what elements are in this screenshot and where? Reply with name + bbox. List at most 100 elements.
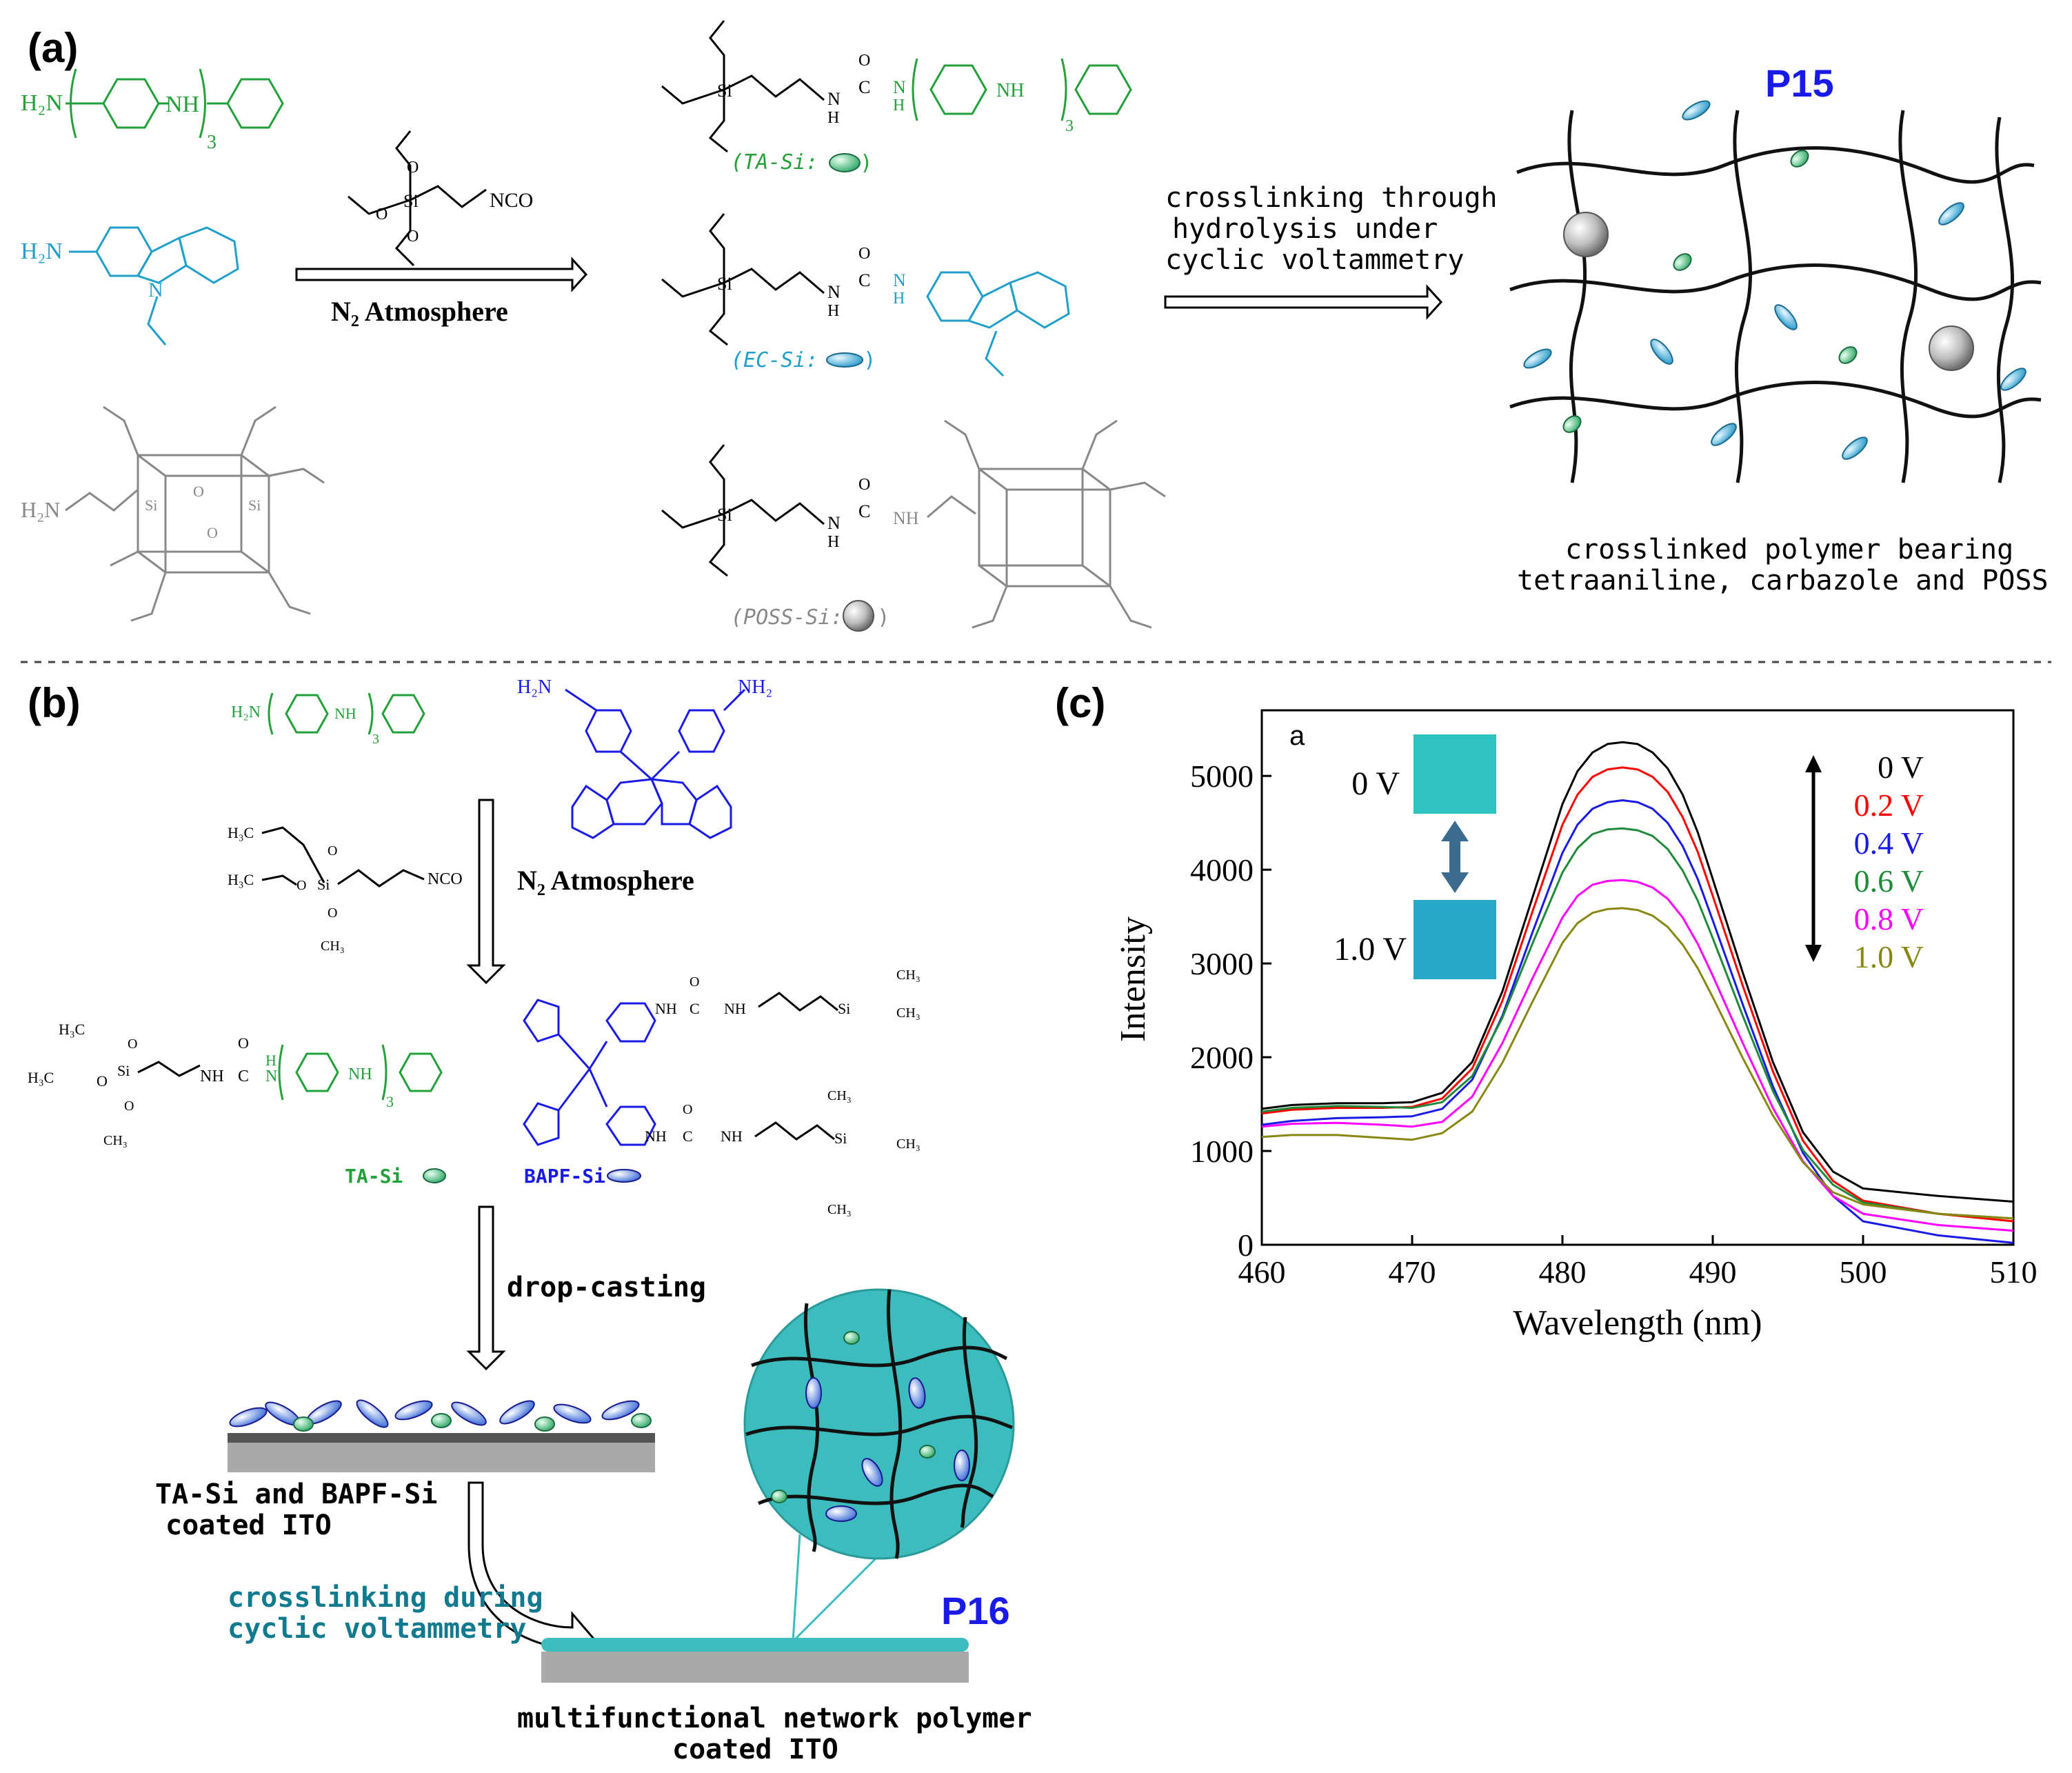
crosslink-line-1: crosslinking during [228,1582,543,1614]
svg-text:O: O [296,878,306,893]
panel-b: H₂N NH 3 H₂N NH₂ H₃C H₃C Si O O O [28,677,1032,1765]
svg-text:O: O [207,524,218,541]
panel-label-c: (c) [1055,680,1105,726]
svg-text:H: H [827,109,839,127]
x-tick-label: 490 [1689,1254,1737,1290]
svg-text:C: C [690,1000,700,1017]
svg-text:CH₃: CH₃ [827,1088,852,1103]
svg-text:NH: NH [645,1128,667,1145]
crosslink-line-2: cyclic voltammetry [228,1613,526,1645]
svg-text:Si: Si [717,81,732,101]
svg-text:Si: Si [317,876,330,893]
bapf-nh2: NH₂ [738,677,772,698]
plot-frame [1260,709,2015,1246]
svg-text:O: O [193,483,204,500]
final-label-line-1: multifunctional network polymer [517,1703,1032,1734]
svg-text:NH: NH [724,1000,746,1017]
ta-si-label: (TA-Si: [731,150,818,174]
ta-si-product: Si N H C O N H NH 3 (TA-Si: ) [661,20,1132,175]
svg-text:Si: Si [248,497,261,514]
y-tick-label: 4000 [1190,852,1254,888]
inset-swatch-0v [1414,734,1496,814]
panel-label-b: (b) [28,680,81,726]
svg-text:3: 3 [386,1093,394,1110]
svg-text:Si: Si [717,274,732,294]
svg-text:H: H [893,97,905,114]
inset-double-arrow [1441,821,1469,893]
b-silane: H₃C H₃C Si O O O CH₃ NCO [228,824,463,954]
ta-subscript: 3 [207,132,217,153]
svg-text:O: O [858,52,870,70]
svg-text:O: O [683,1102,692,1117]
svg-text:O: O [407,159,419,177]
chart-corner-label: a [1289,721,1305,751]
svg-text:Si: Si [838,1000,850,1017]
svg-text:NH: NH [996,80,1024,101]
svg-text:NCO: NCO [428,870,463,888]
svg-text:NH: NH [348,1065,372,1083]
svg-text:N: N [893,270,906,290]
svg-text:NH: NH [200,1068,224,1085]
b-bapf-si: NH C O NH Si NH C O NH Si CH₃ CH₃ CH₃ CH… [523,968,921,1217]
poss-si-label: (POSS-Si: [731,605,843,630]
poss-si-product: Si N H C O NH (POSS-Si: ) [661,419,1166,632]
svg-text:O: O [128,1036,137,1052]
svg-text:H: H [827,533,839,551]
svg-text:C: C [683,1128,693,1145]
svg-text:O: O [690,974,699,990]
x-tick-label: 460 [1238,1254,1286,1290]
x-tick-label: 480 [1539,1254,1587,1290]
legend-entry: 0.2 V [1854,788,1924,823]
bapf-h2n: H₂N [517,677,552,698]
p16-title: P16 [941,1589,1010,1632]
y-tick-label: 0 [1238,1228,1254,1263]
svg-text:NH: NH [721,1128,743,1145]
b-bapf-si-label: BAPF-Si [524,1165,605,1188]
p15-caption-line-1: crosslinked polymer bearing [1565,534,2013,565]
legend-entry: 0.4 V [1854,825,1924,861]
b-arrow-1: N₂ Atmosphere [466,799,694,985]
svg-text:): ) [862,151,870,175]
svg-text:CH₃: CH₃ [896,968,921,983]
svg-text:3: 3 [1065,117,1074,135]
svg-text:N: N [827,513,841,533]
ta-nh: NH [165,92,199,117]
reaction-arrow-2: crosslinking through hydrolysis under cy… [1164,182,1498,320]
svg-text:C: C [858,501,870,521]
series-lines [1261,741,2014,1244]
svg-text:O: O [328,905,337,921]
svg-text:O: O [97,1072,108,1090]
b-bapf: H₂N NH₂ [517,677,772,839]
svg-text:): ) [865,348,874,372]
poss-amine-structure: H₂N O O Si Si [21,405,325,622]
ec-si-product: Si N H C O N H (EC-Si: ) [661,213,1070,377]
arrow1-label: N₂ Atmosphere [331,296,508,327]
arrow2-line-1: crosslinking through [1165,182,1498,214]
svg-text:N: N [893,77,906,97]
svg-text:C: C [238,1068,249,1085]
svg-text:H: H [265,1052,276,1069]
svg-text:Si: Si [145,497,157,514]
arrow2-line-3: cyclic voltammetry [1165,244,1464,276]
svg-text:N: N [265,1068,277,1085]
b-ta-si-label: TA-Si [345,1165,403,1188]
svg-text:C: C [858,77,870,97]
b-arrow-2: drop-casting [466,1205,706,1371]
svg-text:H: H [827,302,839,320]
svg-text:CH₃: CH₃ [896,1005,921,1021]
svg-text:H₃C: H₃C [59,1021,85,1038]
svg-text:H₃C: H₃C [228,871,254,888]
p15-title: P15 [1765,61,1834,105]
x-tick-label: 510 [1990,1254,2038,1290]
svg-text:NH: NH [334,705,356,722]
svg-text:H₃C: H₃C [28,1069,54,1086]
ethylcarbazole-structure: H₂N N [21,226,239,345]
ec-si-label: (EC-Si: [731,348,818,372]
svg-text:H: H [893,290,905,308]
svg-text:H₂N: H₂N [231,703,261,721]
series-line [1261,907,2014,1220]
inset-swatch-1v [1414,900,1496,979]
